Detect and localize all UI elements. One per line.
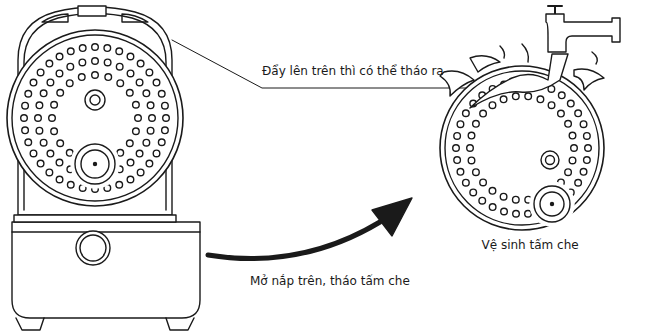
callout-text: Đẩy lên trên thì có thể tháo ra (262, 64, 444, 78)
curved-arrow (208, 198, 412, 259)
step-caption: Mở nắp trên, tháo tấm che (250, 274, 410, 288)
cooker-lid (7, 6, 183, 222)
water-splash (440, 44, 604, 108)
faucet (546, 6, 620, 52)
step-caption: Vệ sinh tấm che (482, 238, 579, 252)
cooker-base (12, 212, 200, 330)
